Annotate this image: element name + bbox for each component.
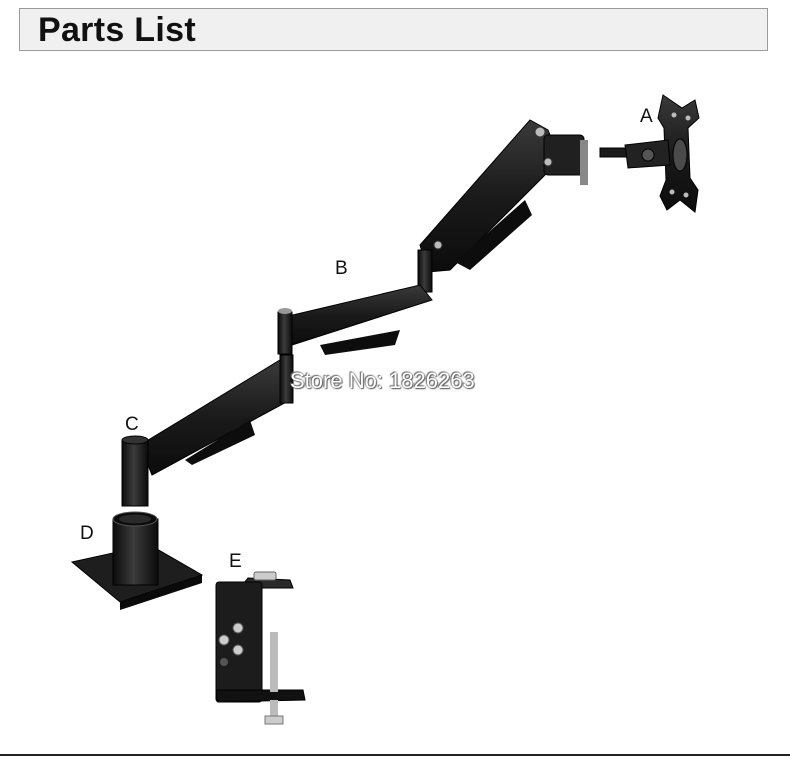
store-watermark: Store No: 1826263: [290, 368, 475, 393]
label-e: E: [229, 551, 242, 572]
label-c: C: [125, 414, 139, 435]
label-d: D: [80, 523, 94, 544]
header-bar: Parts List: [19, 8, 768, 51]
bottom-divider: [0, 754, 790, 756]
desk-clamp-part-e: [215, 571, 306, 725]
upper-arm-part-b: [139, 119, 588, 476]
page-title: Parts List: [38, 11, 196, 49]
post-part-c: [121, 435, 149, 507]
vesa-plate-part-a: [599, 94, 700, 213]
base-plate-part-d: [70, 511, 204, 610]
label-a: A: [640, 106, 653, 127]
label-b: B: [335, 258, 348, 279]
